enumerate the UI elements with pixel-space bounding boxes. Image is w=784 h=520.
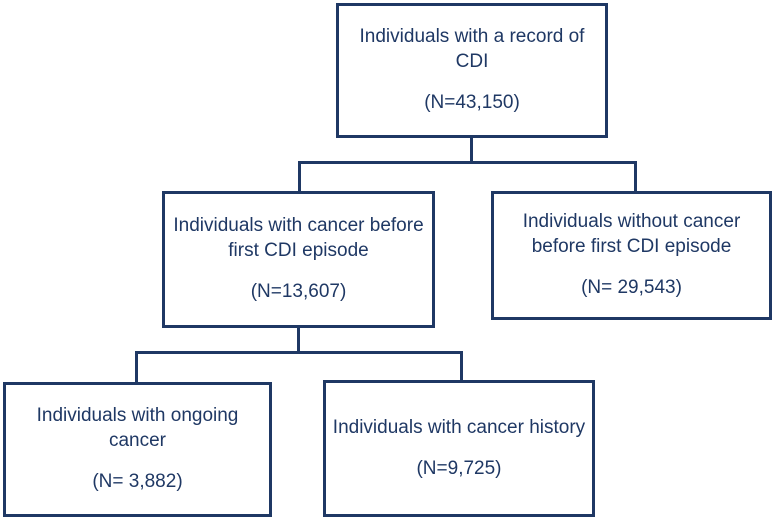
node-count: (N=9,725) xyxy=(416,457,502,479)
node-count: (N= 3,882) xyxy=(92,470,183,492)
connector-drop-no-cancer-before xyxy=(634,161,637,194)
node-count: (N=13,607) xyxy=(250,280,347,302)
node-label: Individuals with cancer history xyxy=(332,416,586,438)
node-count: (N= 29,543) xyxy=(581,276,682,298)
node-individuals-with-cdi-record: Individuals with a record of CDI (N=43,1… xyxy=(336,3,608,138)
node-count: (N=43,150) xyxy=(424,91,520,113)
connector-root-bus xyxy=(298,161,637,164)
node-label: Individuals with cancer before first CDI… xyxy=(173,215,424,262)
node-ongoing-cancer: Individuals with ongoing cancer (N= 3,88… xyxy=(3,382,272,517)
node-label: Individuals with a record of CDI xyxy=(359,26,585,73)
node-label: Individuals without cancer before first … xyxy=(522,211,741,258)
connector-root-trunk xyxy=(470,138,473,164)
connector-drop-cancer-history xyxy=(460,351,463,383)
connector-cancer-bus xyxy=(135,351,463,354)
connector-drop-ongoing-cancer xyxy=(135,351,138,385)
connector-cancer-trunk xyxy=(297,328,300,354)
node-cancer-history: Individuals with cancer history (N=9,725… xyxy=(323,380,595,517)
node-label: Individuals with ongoing cancer xyxy=(36,405,239,452)
connector-drop-cancer-before xyxy=(298,161,301,194)
node-cancer-before-first-cdi: Individuals with cancer before first CDI… xyxy=(162,191,435,328)
node-without-cancer-before-first-cdi: Individuals without cancer before first … xyxy=(491,191,772,320)
